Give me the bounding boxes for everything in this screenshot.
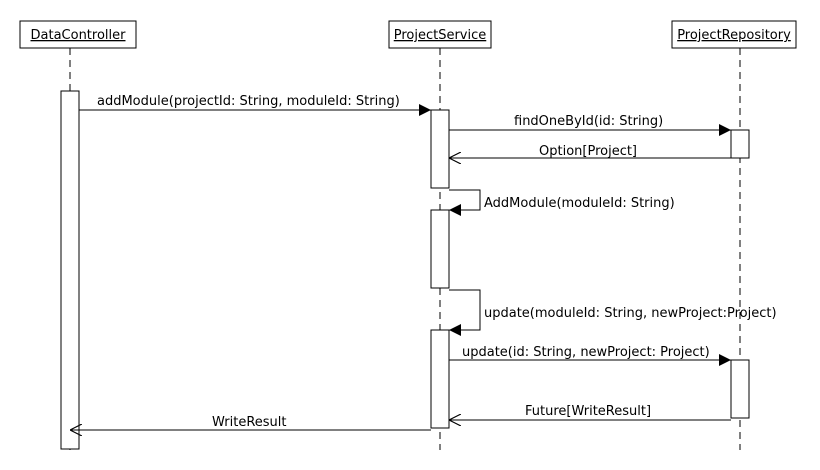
message-option-project-label: Option[Project] xyxy=(539,144,637,159)
message-update-self-label: update(moduleId: String, newProject:Proj… xyxy=(484,306,777,321)
activation-data-controller xyxy=(60,90,80,450)
activation-project-service-3 xyxy=(430,329,450,429)
participant-project-service-label: ProjectService xyxy=(394,28,487,43)
activation-project-repository-2 xyxy=(730,359,750,419)
activation-project-service-1 xyxy=(430,109,450,189)
participant-project-service[interactable]: ProjectService xyxy=(388,20,492,49)
participant-project-repository[interactable]: ProjectRepository xyxy=(671,20,797,49)
message-write-result-label: WriteResult xyxy=(212,415,287,430)
message-find-one-by-id-label: findOneById(id: String) xyxy=(514,114,663,129)
message-add-module-self-arrow xyxy=(449,189,481,216)
message-add-module-self-label: AddModule(moduleId: String) xyxy=(484,196,675,211)
participant-data-controller[interactable]: DataController xyxy=(19,20,137,49)
message-add-module-label: addModule(projectId: String, moduleId: S… xyxy=(97,94,400,109)
message-update-self-arrow xyxy=(449,289,481,336)
participant-project-repository-label: ProjectRepository xyxy=(677,28,791,43)
message-update-repo-label: update(id: String, newProject: Project) xyxy=(462,345,710,360)
activation-project-service-2 xyxy=(430,209,450,289)
participant-data-controller-label: DataController xyxy=(31,28,127,43)
activation-project-repository-1 xyxy=(730,129,750,159)
message-future-write-result-label: Future[WriteResult] xyxy=(525,404,651,419)
